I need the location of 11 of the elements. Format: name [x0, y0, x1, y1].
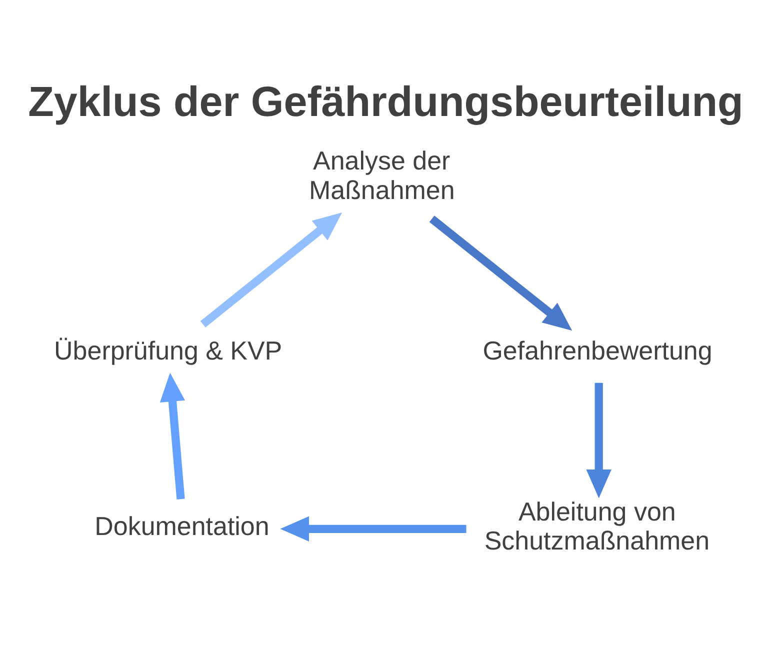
arrow [200, 212, 342, 327]
node-text: Überprüfung & KVP [54, 335, 282, 366]
node-text: Analyse der Maßnahmen [308, 145, 455, 204]
arrow [160, 372, 186, 499]
node-text: Dokumentation [94, 510, 270, 541]
node-text: Gefahrenbewertung [482, 335, 712, 366]
arrow [280, 516, 466, 542]
node-text: Ableitung von Schutzmaßnahmen [484, 496, 710, 556]
arrow [586, 382, 612, 498]
diagram-title: Zyklus der Gefährdungsbeurteilung [28, 78, 744, 125]
arrow [429, 215, 572, 330]
